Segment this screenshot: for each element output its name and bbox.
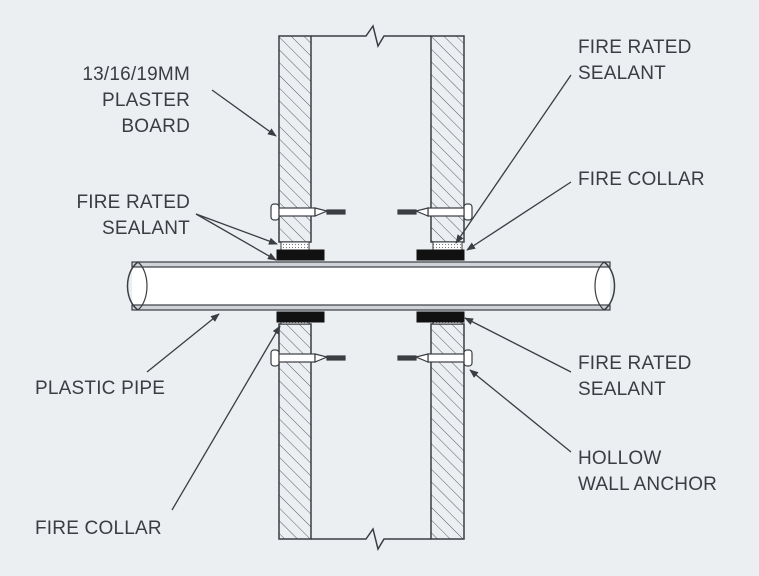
leader-sealant-bottom-right [464, 317, 572, 373]
label-sealant-bottom-right: FIRE RATED SEALANT [578, 351, 692, 403]
leader-collar-bottom-left [171, 325, 281, 511]
label-plaster-board: 13/16/19MM PLASTER BOARD [38, 62, 190, 140]
label-hollow-anchor-line-1: HOLLOW [578, 448, 662, 469]
label-sealant-top-left-line-2: SEALANT [102, 218, 190, 239]
fire-collar [276, 249, 465, 323]
leader-plaster-board [211, 89, 277, 137]
label-sealant-top-right-line-2: SEALANT [578, 63, 666, 84]
leader-sealant-top-left-b [195, 213, 277, 261]
label-sealant-top-left: FIRE RATED SEALANT [40, 190, 190, 242]
label-collar-top-right: FIRE COLLAR [578, 169, 705, 190]
label-sealant-bottom-right-line-1: FIRE RATED [578, 353, 692, 374]
label-plaster-board-line-2: PLASTER [102, 90, 190, 111]
label-hollow-anchor-line-2: WALL ANCHOR [578, 474, 718, 495]
label-plaster-board-line-3: BOARD [121, 116, 190, 137]
leader-sealant-top-left-a [195, 213, 278, 245]
label-sealant-top-right-line-1: FIRE RATED [578, 37, 692, 58]
label-plaster-board-line-1: 13/16/19MM [82, 64, 190, 85]
label-hollow-anchor: HOLLOW WALL ANCHOR [578, 446, 717, 498]
leader-plastic-pipe [146, 313, 220, 373]
label-collar-bottom-left: FIRE COLLAR [35, 518, 162, 539]
label-plastic-pipe: PLASTIC PIPE [35, 378, 166, 399]
hollow-wall-anchor [270, 203, 473, 367]
leader-hollow-anchor [469, 369, 572, 453]
label-sealant-top-right: FIRE RATED SEALANT [578, 35, 692, 87]
leader-sealant-top-right [455, 74, 572, 244]
plastic-pipe [126, 261, 616, 311]
leader-lines [146, 74, 572, 511]
break-line-bottom [311, 527, 431, 551]
break-line-top [311, 24, 431, 48]
label-sealant-bottom-right-line-2: SEALANT [578, 379, 666, 400]
leader-collar-top-right [466, 181, 572, 251]
label-sealant-top-left-line-1: FIRE RATED [76, 192, 190, 213]
